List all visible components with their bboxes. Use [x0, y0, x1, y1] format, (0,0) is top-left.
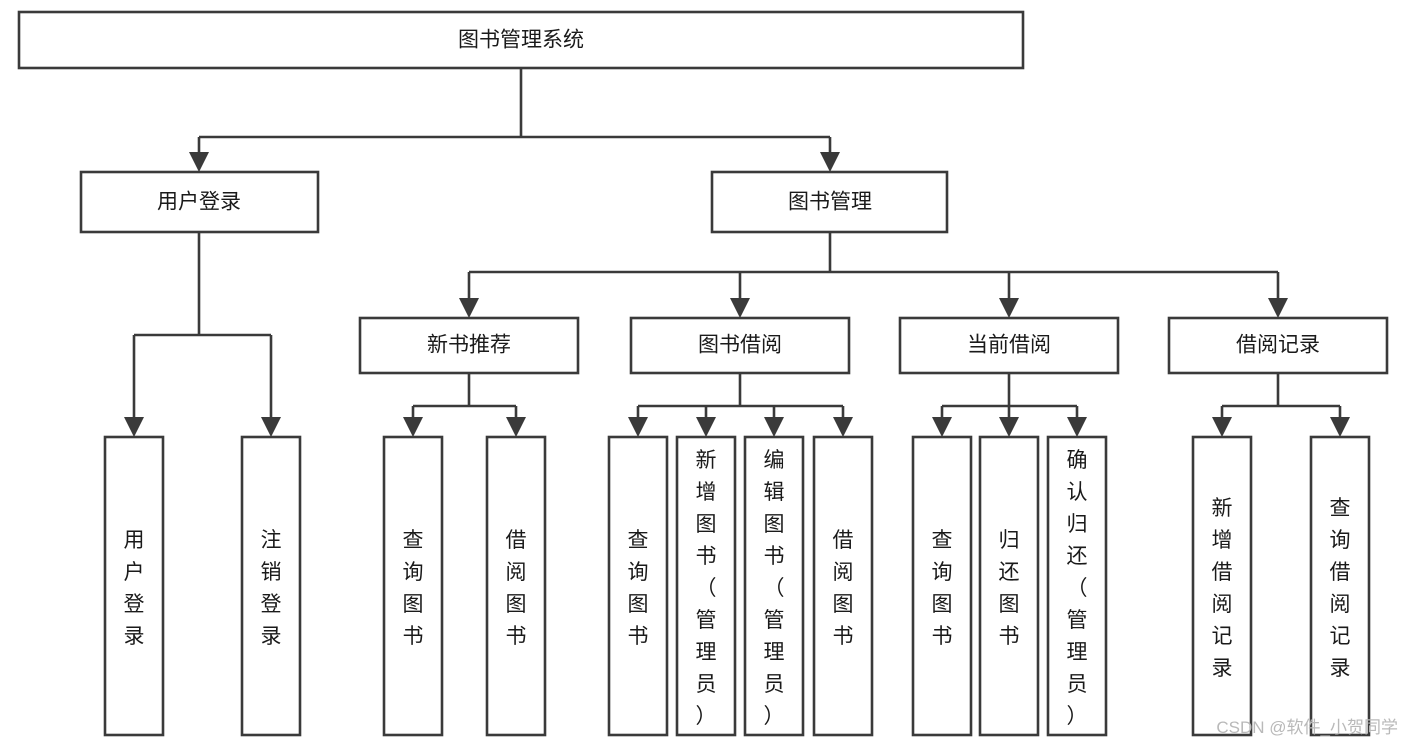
node-book-borrow[interactable]: 图书借阅 — [629, 316, 851, 375]
node-leaf-add-book[interactable]: 新增图书（管理员） — [675, 435, 737, 737]
node-borrow-record[interactable]: 借阅记录 — [1167, 316, 1389, 375]
node-user-login-box[interactable] — [79, 170, 320, 234]
csdn-watermark: CSDN @软件_小贺同学 — [1216, 718, 1398, 737]
node-leaf-query-book-3-box[interactable] — [911, 435, 973, 737]
node-leaf-user-logout-box[interactable] — [240, 435, 302, 737]
node-leaf-user-logout[interactable]: 注销登录 — [240, 435, 302, 737]
node-leaf-add-book-box[interactable] — [675, 435, 737, 737]
node-leaf-add-record-box[interactable] — [1191, 435, 1253, 737]
arrow-to-leaf-confirm-return — [1067, 417, 1087, 437]
node-leaf-user-login[interactable]: 用户登录 — [103, 435, 165, 737]
node-borrow-record-label: 借阅记录 — [1236, 334, 1320, 357]
node-leaf-query-book-2-label: 查询图书 — [628, 529, 649, 648]
arrow-to-book-borrow — [730, 298, 750, 318]
arrow-to-leaf-query-book-3 — [932, 417, 952, 437]
node-leaf-query-book-2[interactable]: 查询图书 — [607, 435, 669, 737]
node-user-login-label: 用户登录 — [157, 191, 241, 214]
arrow-to-leaf-edit-book — [764, 417, 784, 437]
node-new-book-recommend[interactable]: 新书推荐 — [358, 316, 580, 375]
node-current-borrow-box[interactable] — [898, 316, 1120, 375]
node-borrow-record-box[interactable] — [1167, 316, 1389, 375]
node-root-box[interactable] — [17, 10, 1025, 70]
arrow-to-leaf-borrow-book-2 — [833, 417, 853, 437]
node-leaf-return-book[interactable]: 归还图书 — [978, 435, 1040, 737]
node-leaf-confirm-return[interactable]: 确认归还（管理员） — [1046, 435, 1108, 737]
node-leaf-query-book-1-label: 查询图书 — [403, 529, 424, 648]
node-leaf-confirm-return-box[interactable] — [1046, 435, 1108, 737]
node-leaf-borrow-book-1[interactable]: 借阅图书 — [485, 435, 547, 737]
node-leaf-user-login-box[interactable] — [103, 435, 165, 737]
node-leaf-query-book-1[interactable]: 查询图书 — [382, 435, 444, 737]
arrow-to-leaf-user-logout — [261, 417, 281, 437]
node-root[interactable]: 图书管理系统 — [17, 10, 1025, 70]
arrow-to-leaf-return-book — [999, 417, 1019, 437]
node-leaf-return-book-box[interactable] — [978, 435, 1040, 737]
node-new-book-recommend-label: 新书推荐 — [427, 334, 511, 357]
node-leaf-borrow-book-2[interactable]: 借阅图书 — [812, 435, 874, 737]
arrow-to-current-borrow — [999, 298, 1019, 318]
arrow-to-leaf-add-book — [696, 417, 716, 437]
node-book-management[interactable]: 图书管理 — [710, 170, 949, 234]
node-new-book-recommend-box[interactable] — [358, 316, 580, 375]
node-leaf-return-book-label: 归还图书 — [999, 529, 1020, 648]
node-leaf-add-record-label: 新增借阅记录 — [1212, 497, 1233, 680]
node-current-borrow[interactable]: 当前借阅 — [898, 316, 1120, 375]
arrow-to-leaf-query-book-2 — [628, 417, 648, 437]
node-book-borrow-box[interactable] — [629, 316, 851, 375]
arrow-to-leaf-borrow-book-1 — [506, 417, 526, 437]
arrow-to-borrow-record — [1268, 298, 1288, 318]
node-book-management-label: 图书管理 — [788, 191, 872, 214]
arrow-to-leaf-add-record — [1212, 417, 1232, 437]
node-leaf-query-record[interactable]: 查询借阅记录 — [1309, 435, 1371, 737]
arrow-to-leaf-user-login — [124, 417, 144, 437]
node-leaf-edit-book-box[interactable] — [743, 435, 805, 737]
node-leaf-edit-book-label: 编辑图书（管理员） — [764, 449, 785, 728]
node-leaf-borrow-book-1-box[interactable] — [485, 435, 547, 737]
node-leaf-query-book-2-box[interactable] — [607, 435, 669, 737]
connector-layer — [124, 68, 1350, 437]
node-leaf-query-record-box[interactable] — [1309, 435, 1371, 737]
node-leaf-query-record-label: 查询借阅记录 — [1330, 497, 1351, 680]
node-leaf-edit-book[interactable]: 编辑图书（管理员） — [743, 435, 805, 737]
node-leaf-query-book-3[interactable]: 查询图书 — [911, 435, 973, 737]
node-current-borrow-label: 当前借阅 — [967, 334, 1051, 357]
arrow-to-book-management — [820, 152, 840, 172]
node-leaf-borrow-book-1-label: 借阅图书 — [506, 529, 527, 648]
node-leaf-add-record[interactable]: 新增借阅记录 — [1191, 435, 1253, 737]
arrow-to-new-book-recommend — [459, 298, 479, 318]
node-leaf-add-book-label: 新增图书（管理员） — [696, 449, 717, 728]
node-user-login[interactable]: 用户登录 — [79, 170, 320, 234]
node-leaf-user-logout-label: 注销登录 — [261, 529, 282, 648]
node-leaf-borrow-book-2-label: 借阅图书 — [833, 529, 854, 648]
node-book-management-box[interactable] — [710, 170, 949, 234]
node-leaf-borrow-book-2-box[interactable] — [812, 435, 874, 737]
arrow-to-leaf-query-book-1 — [403, 417, 423, 437]
node-root-label: 图书管理系统 — [458, 29, 584, 52]
node-leaf-query-book-3-label: 查询图书 — [932, 529, 953, 648]
arrow-to-user-login — [189, 152, 209, 172]
node-book-borrow-label: 图书借阅 — [698, 334, 782, 357]
arrow-to-leaf-query-record — [1330, 417, 1350, 437]
node-leaf-query-book-1-box[interactable] — [382, 435, 444, 737]
node-leaf-user-login-label: 用户登录 — [124, 529, 145, 648]
node-leaf-confirm-return-label: 确认归还（管理员） — [1067, 449, 1088, 728]
